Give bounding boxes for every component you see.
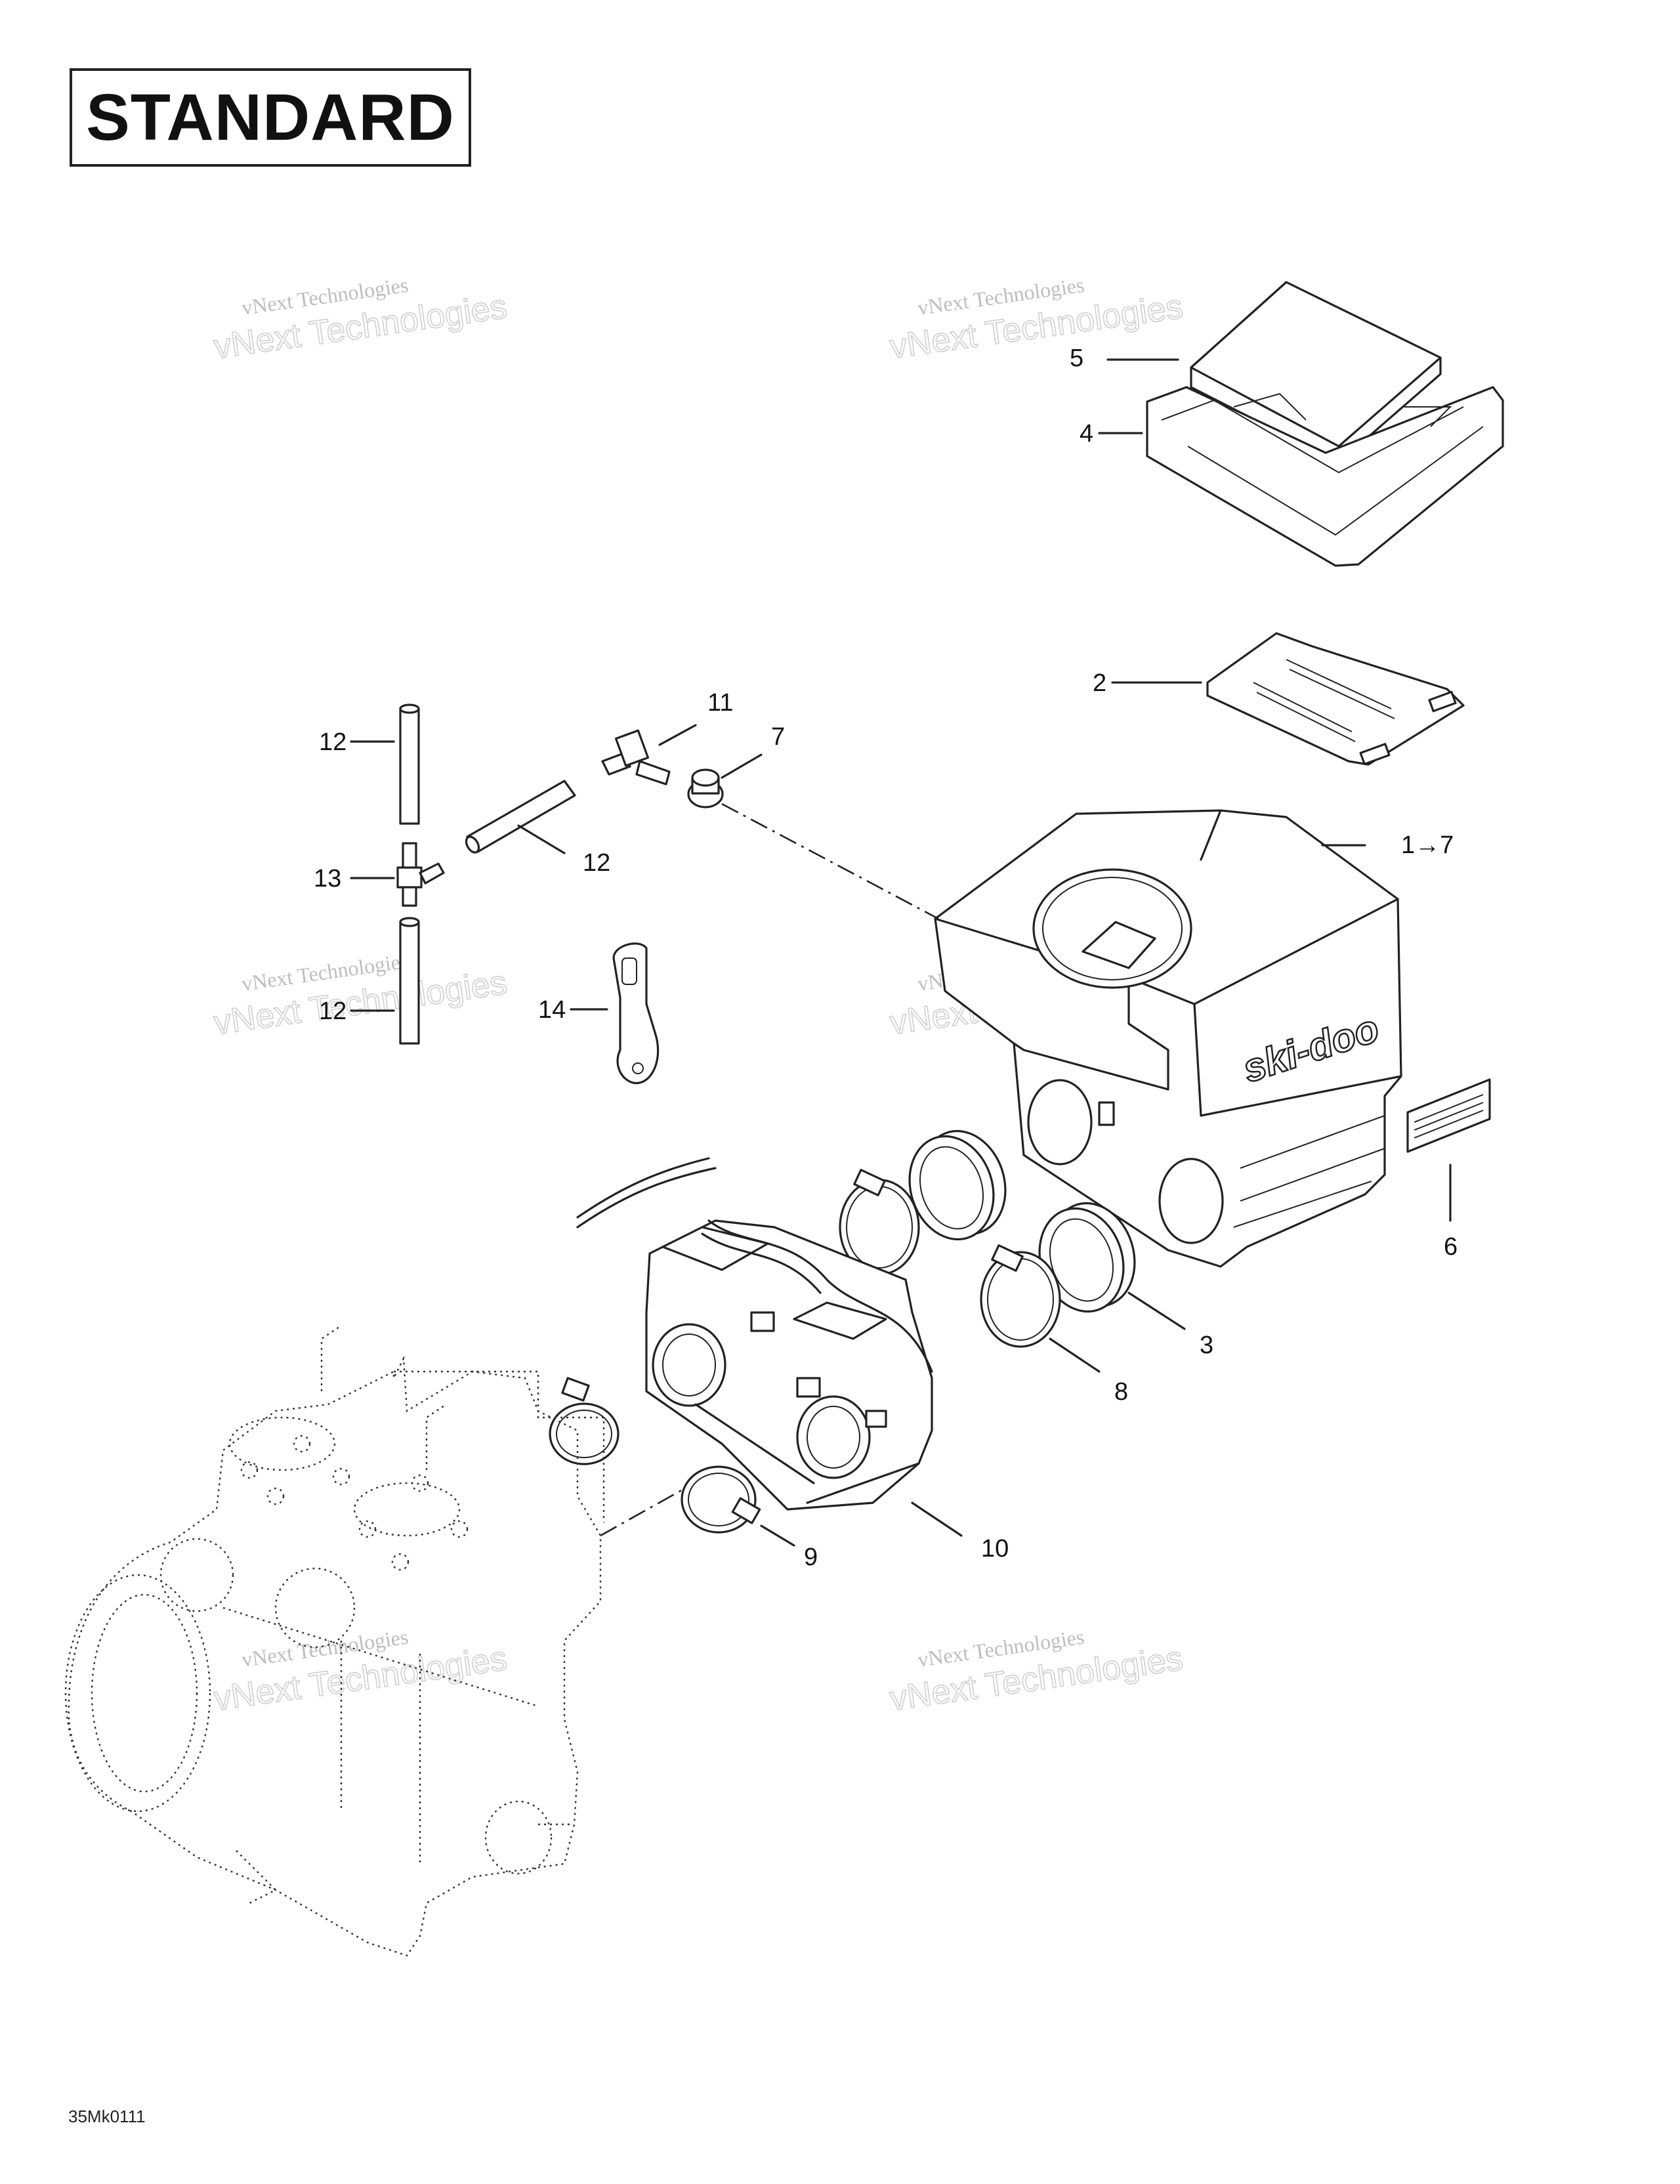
callout-7: 7 bbox=[771, 723, 785, 751]
figure-reference-code: 35Mk0111 bbox=[68, 2107, 146, 2126]
callout-5: 5 bbox=[1070, 345, 1083, 372]
callout-12-bottom: 12 bbox=[319, 998, 346, 1025]
assembly-axis-line bbox=[600, 1488, 683, 1537]
callout-10: 10 bbox=[981, 1535, 1009, 1563]
part-10-carburetors bbox=[576, 1157, 933, 1511]
watermark: vNext Technologies vNext Technologies bbox=[211, 273, 510, 367]
callout-3: 3 bbox=[1200, 1332, 1213, 1359]
part-9-clamp bbox=[549, 1377, 761, 1534]
part-14-bracket bbox=[612, 942, 660, 1084]
callout-1-to-7: 1→7 bbox=[1401, 831, 1454, 859]
watermark: vNext Technologies vNext Technologies bbox=[887, 1625, 1186, 1719]
callout-4: 4 bbox=[1080, 420, 1093, 448]
title-box: STANDARD bbox=[70, 68, 471, 167]
engine-assembly bbox=[64, 1325, 605, 1957]
callout-labels: 1→7 2 3 4 5 6 7 8 9 10 11 12 12 12 13 14 bbox=[314, 345, 1458, 1571]
callout-11: 11 bbox=[707, 689, 733, 717]
callout-13: 13 bbox=[314, 865, 341, 892]
part-13-tee-fitting bbox=[396, 842, 445, 907]
callout-2: 2 bbox=[1093, 669, 1106, 697]
callout-12-middle: 12 bbox=[583, 849, 610, 877]
watermark: vNext Technologies vNext Technologies bbox=[211, 1625, 510, 1719]
watermark: vNext Technologies vNext Technologies bbox=[887, 273, 1186, 367]
watermark: vNext Technologies vNext Technologies bbox=[211, 949, 510, 1043]
callout-12-top: 12 bbox=[319, 728, 346, 756]
callout-14: 14 bbox=[538, 996, 566, 1024]
callout-9: 9 bbox=[804, 1544, 818, 1571]
part-6-label bbox=[1406, 1078, 1491, 1153]
page-title: STANDARD bbox=[86, 80, 455, 154]
leader-lines bbox=[350, 358, 1452, 1547]
part-5-filter-block bbox=[1190, 281, 1442, 464]
assembly-axis-line bbox=[721, 803, 939, 920]
part-8-clamps bbox=[839, 1169, 1061, 1348]
part-2-plate bbox=[1206, 632, 1465, 766]
part-4-filter-tray bbox=[1146, 386, 1504, 567]
part-1-air-silencer: ski-doo bbox=[934, 809, 1402, 1268]
part-3-adapters bbox=[908, 1129, 1136, 1313]
callout-8: 8 bbox=[1114, 1378, 1128, 1406]
part-12-hoses bbox=[399, 704, 576, 1045]
callout-6: 6 bbox=[1444, 1233, 1458, 1261]
part-11-elbow-fitting bbox=[601, 729, 671, 786]
part-7-grommet bbox=[687, 768, 724, 808]
